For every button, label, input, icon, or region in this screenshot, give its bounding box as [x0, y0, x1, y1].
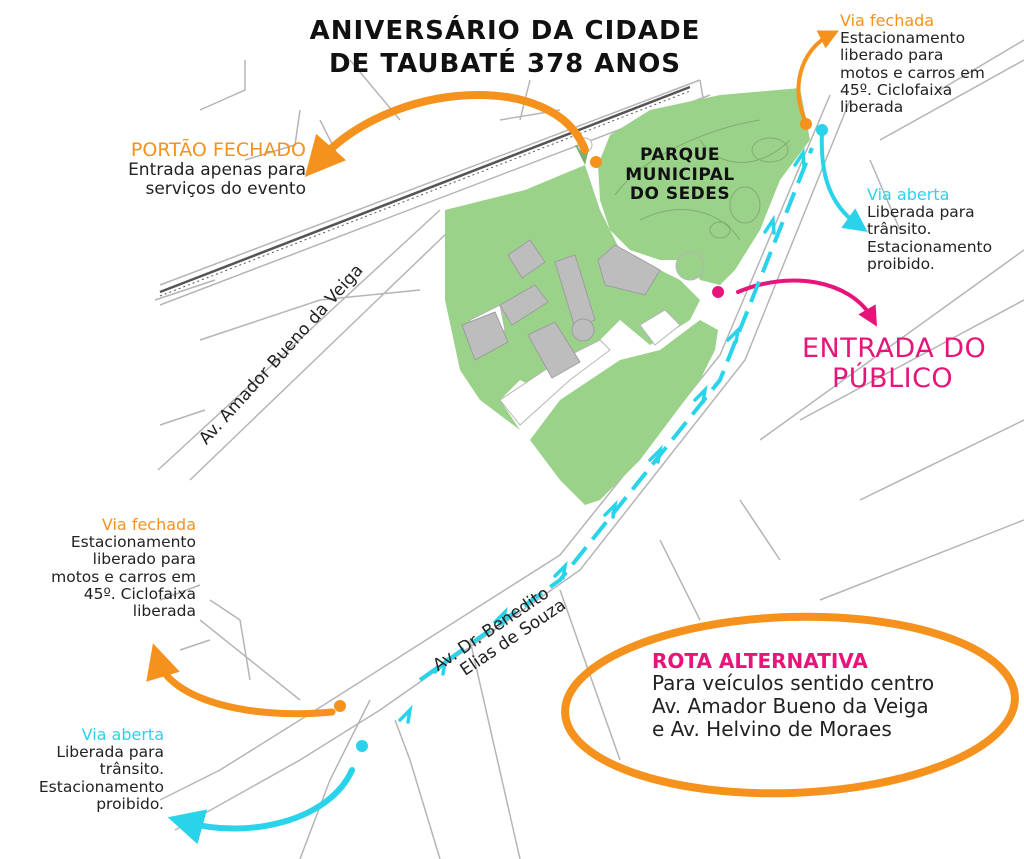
top-right-closed-heading: Via fechada: [840, 11, 935, 30]
top-right-open-note: Via aberta Liberada para trânsito. Estac…: [867, 186, 992, 273]
park-name-line-2: MUNICIPAL: [625, 164, 735, 185]
gate-line-1: Entrada apenas para: [128, 160, 306, 181]
top-right-closed-line-5: liberada: [840, 98, 904, 117]
bottom-left-closed-arrow: [146, 643, 336, 718]
top-right-open-heading: Via aberta: [867, 185, 950, 204]
bottom-left-open-dot: [356, 740, 368, 752]
public-entrance-pin: [712, 286, 725, 308]
route-dashed-line: [418, 147, 814, 682]
gate-note: PORTÃO FECHADO Entrada apenas para servi…: [70, 139, 306, 200]
bottom-left-open-line-1: Liberada para: [56, 742, 164, 761]
bottom-left-closed-dot: [334, 700, 346, 712]
bottom-left-open-note: Via aberta Liberada para trânsito. Estac…: [4, 726, 164, 813]
top-right-closed-line-1: Estacionamento: [840, 28, 966, 47]
top-right-open-line-1: Liberada para: [867, 202, 975, 221]
alternative-route-circle: [561, 612, 1019, 798]
alternative-route-line-1: Para veículos sentido centro: [652, 671, 935, 696]
park-name-line-1: PARQUE: [639, 145, 720, 165]
bottom-left-closed-heading: Via fechada: [101, 515, 196, 534]
bottom-left-open-line-3: Estacionamento: [38, 777, 164, 796]
route-chevrons: [398, 147, 806, 724]
park-name-line-3: DO SEDES: [629, 184, 731, 205]
bottom-left-closed-line-3: motos e carros em: [51, 567, 196, 586]
map-title: ANIVERSÁRIO DA CIDADE DE TAUBATÉ 378 ANO…: [300, 15, 710, 80]
top-right-open-dot: [816, 124, 828, 136]
bottom-left-open-heading: Via aberta: [81, 725, 164, 744]
top-right-closed-line-3: motos e carros em: [840, 63, 985, 82]
park-area: [445, 88, 810, 505]
park-name: PARQUE MUNICIPAL DO SEDES: [605, 145, 755, 205]
alternative-route-line-3: e Av. Helvino de Moraes: [652, 717, 892, 742]
bottom-left-closed-line-4: 45º. Ciclofaixa: [83, 584, 196, 603]
public-entrance-label: ENTRADA DO PÚBLICO: [802, 333, 987, 395]
title-line-1: ANIVERSÁRIO DA CIDADE: [309, 16, 701, 46]
top-right-open-line-3: Estacionamento: [867, 237, 993, 256]
top-right-closed-dot: [800, 118, 812, 130]
railway: [159, 85, 691, 297]
gate-arrow: [304, 90, 589, 178]
public-entrance-line-1: ENTRADA DO: [802, 333, 987, 364]
top-right-closed-arrow: [796, 30, 839, 124]
gate-line-2: serviços do evento: [145, 179, 306, 200]
alternative-route-note: ROTA ALTERNATIVA Para veículos sentido c…: [652, 650, 934, 741]
alternative-route-heading: ROTA ALTERNATIVA: [652, 649, 868, 673]
alternative-route-line-2: Av. Amador Bueno da Veiga: [652, 694, 929, 719]
top-right-closed-line-2: liberado para: [840, 46, 944, 65]
top-right-closed-line-4: 45º. Ciclofaixa: [840, 80, 953, 99]
top-right-open-line-4: proibido.: [867, 254, 935, 273]
bottom-left-closed-line-1: Estacionamento: [70, 532, 196, 551]
gate-heading: PORTÃO FECHADO: [130, 139, 306, 161]
bottom-left-open-arrow: [167, 767, 355, 845]
park-trails: [614, 119, 791, 241]
bottom-left-closed-note: Via fechada Estacionamento liberado para…: [20, 516, 196, 621]
bottom-left-closed-line-2: liberado para: [92, 550, 196, 569]
top-right-open-line-2: trânsito.: [867, 220, 932, 239]
top-right-open-arrow: [819, 130, 868, 232]
bottom-left-open-line-4: proibido.: [96, 794, 164, 813]
bottom-left-closed-line-5: liberada: [132, 602, 196, 621]
top-right-closed-note: Via fechada Estacionamento liberado para…: [840, 12, 985, 117]
public-entrance-line-2: PÚBLICO: [832, 363, 954, 395]
bottom-left-open-line-2: trânsito.: [99, 760, 164, 779]
title-line-2: DE TAUBATÉ 378 ANOS: [328, 48, 682, 79]
buildings: [461, 239, 661, 379]
